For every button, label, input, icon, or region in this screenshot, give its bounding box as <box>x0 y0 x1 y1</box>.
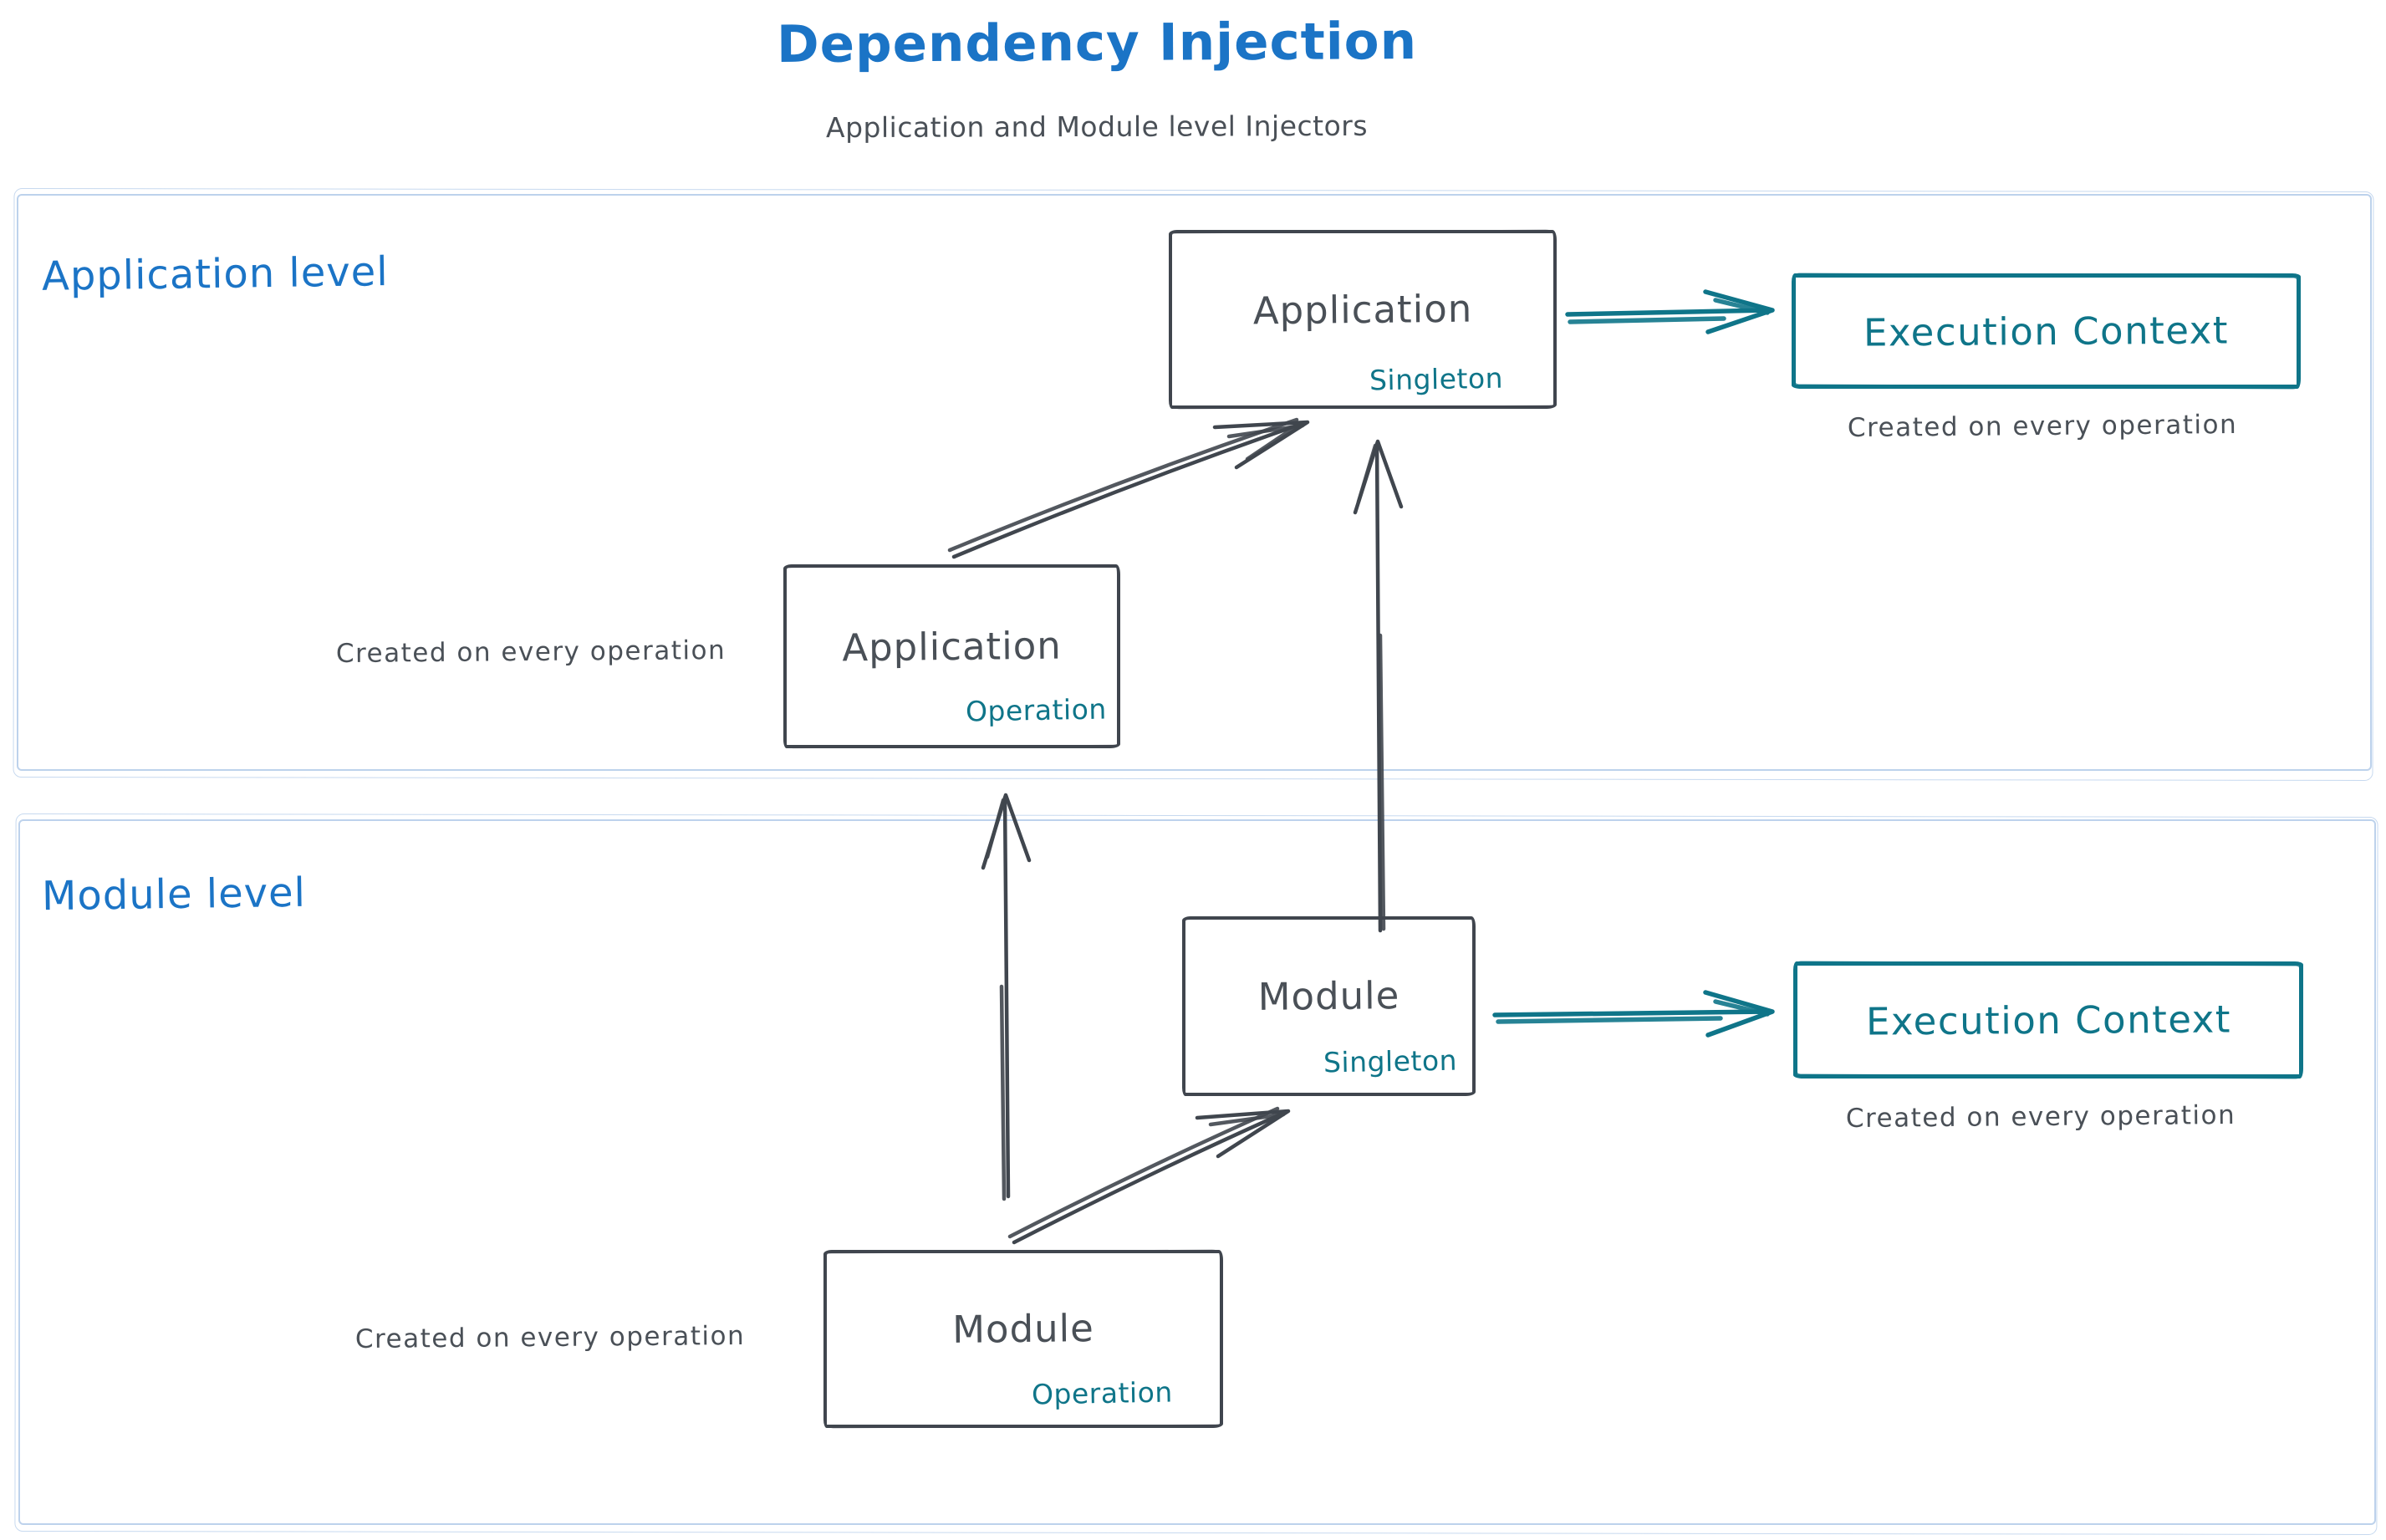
module-operation-note: Created on every operation <box>354 1320 746 1355</box>
application-singleton-box: Application Singleton <box>1169 230 1557 409</box>
module-operation-box: Module Operation <box>823 1250 1223 1428</box>
application-singleton-badge: Singleton <box>1369 361 1504 397</box>
page-title: Dependency Injection <box>776 11 1418 75</box>
module-execution-context-note: Created on every operation <box>1845 1099 2236 1135</box>
module-singleton-badge: Singleton <box>1323 1043 1458 1079</box>
application-execution-context-label: Execution Context <box>1863 307 2230 355</box>
module-execution-context-box: Execution Context <box>1793 961 2303 1079</box>
application-execution-context-box: Execution Context <box>1792 273 2301 389</box>
application-operation-box: Application Operation <box>783 564 1120 748</box>
application-level-frame <box>17 194 2372 771</box>
application-operation-badge: Operation <box>965 692 1108 728</box>
application-level-label: Application level <box>41 248 389 300</box>
application-execution-context-note: Created on every operation <box>1847 409 2238 444</box>
module-execution-context-label: Execution Context <box>1865 996 2231 1044</box>
application-operation-note: Created on every operation <box>335 635 727 670</box>
module-level-frame <box>18 819 2376 1525</box>
module-operation-badge: Operation <box>1031 1375 1174 1411</box>
page-subtitle: Application and Module level Injectors <box>825 109 1369 145</box>
module-singleton-box: Module Singleton <box>1182 916 1476 1096</box>
module-level-label: Module level <box>41 869 307 920</box>
